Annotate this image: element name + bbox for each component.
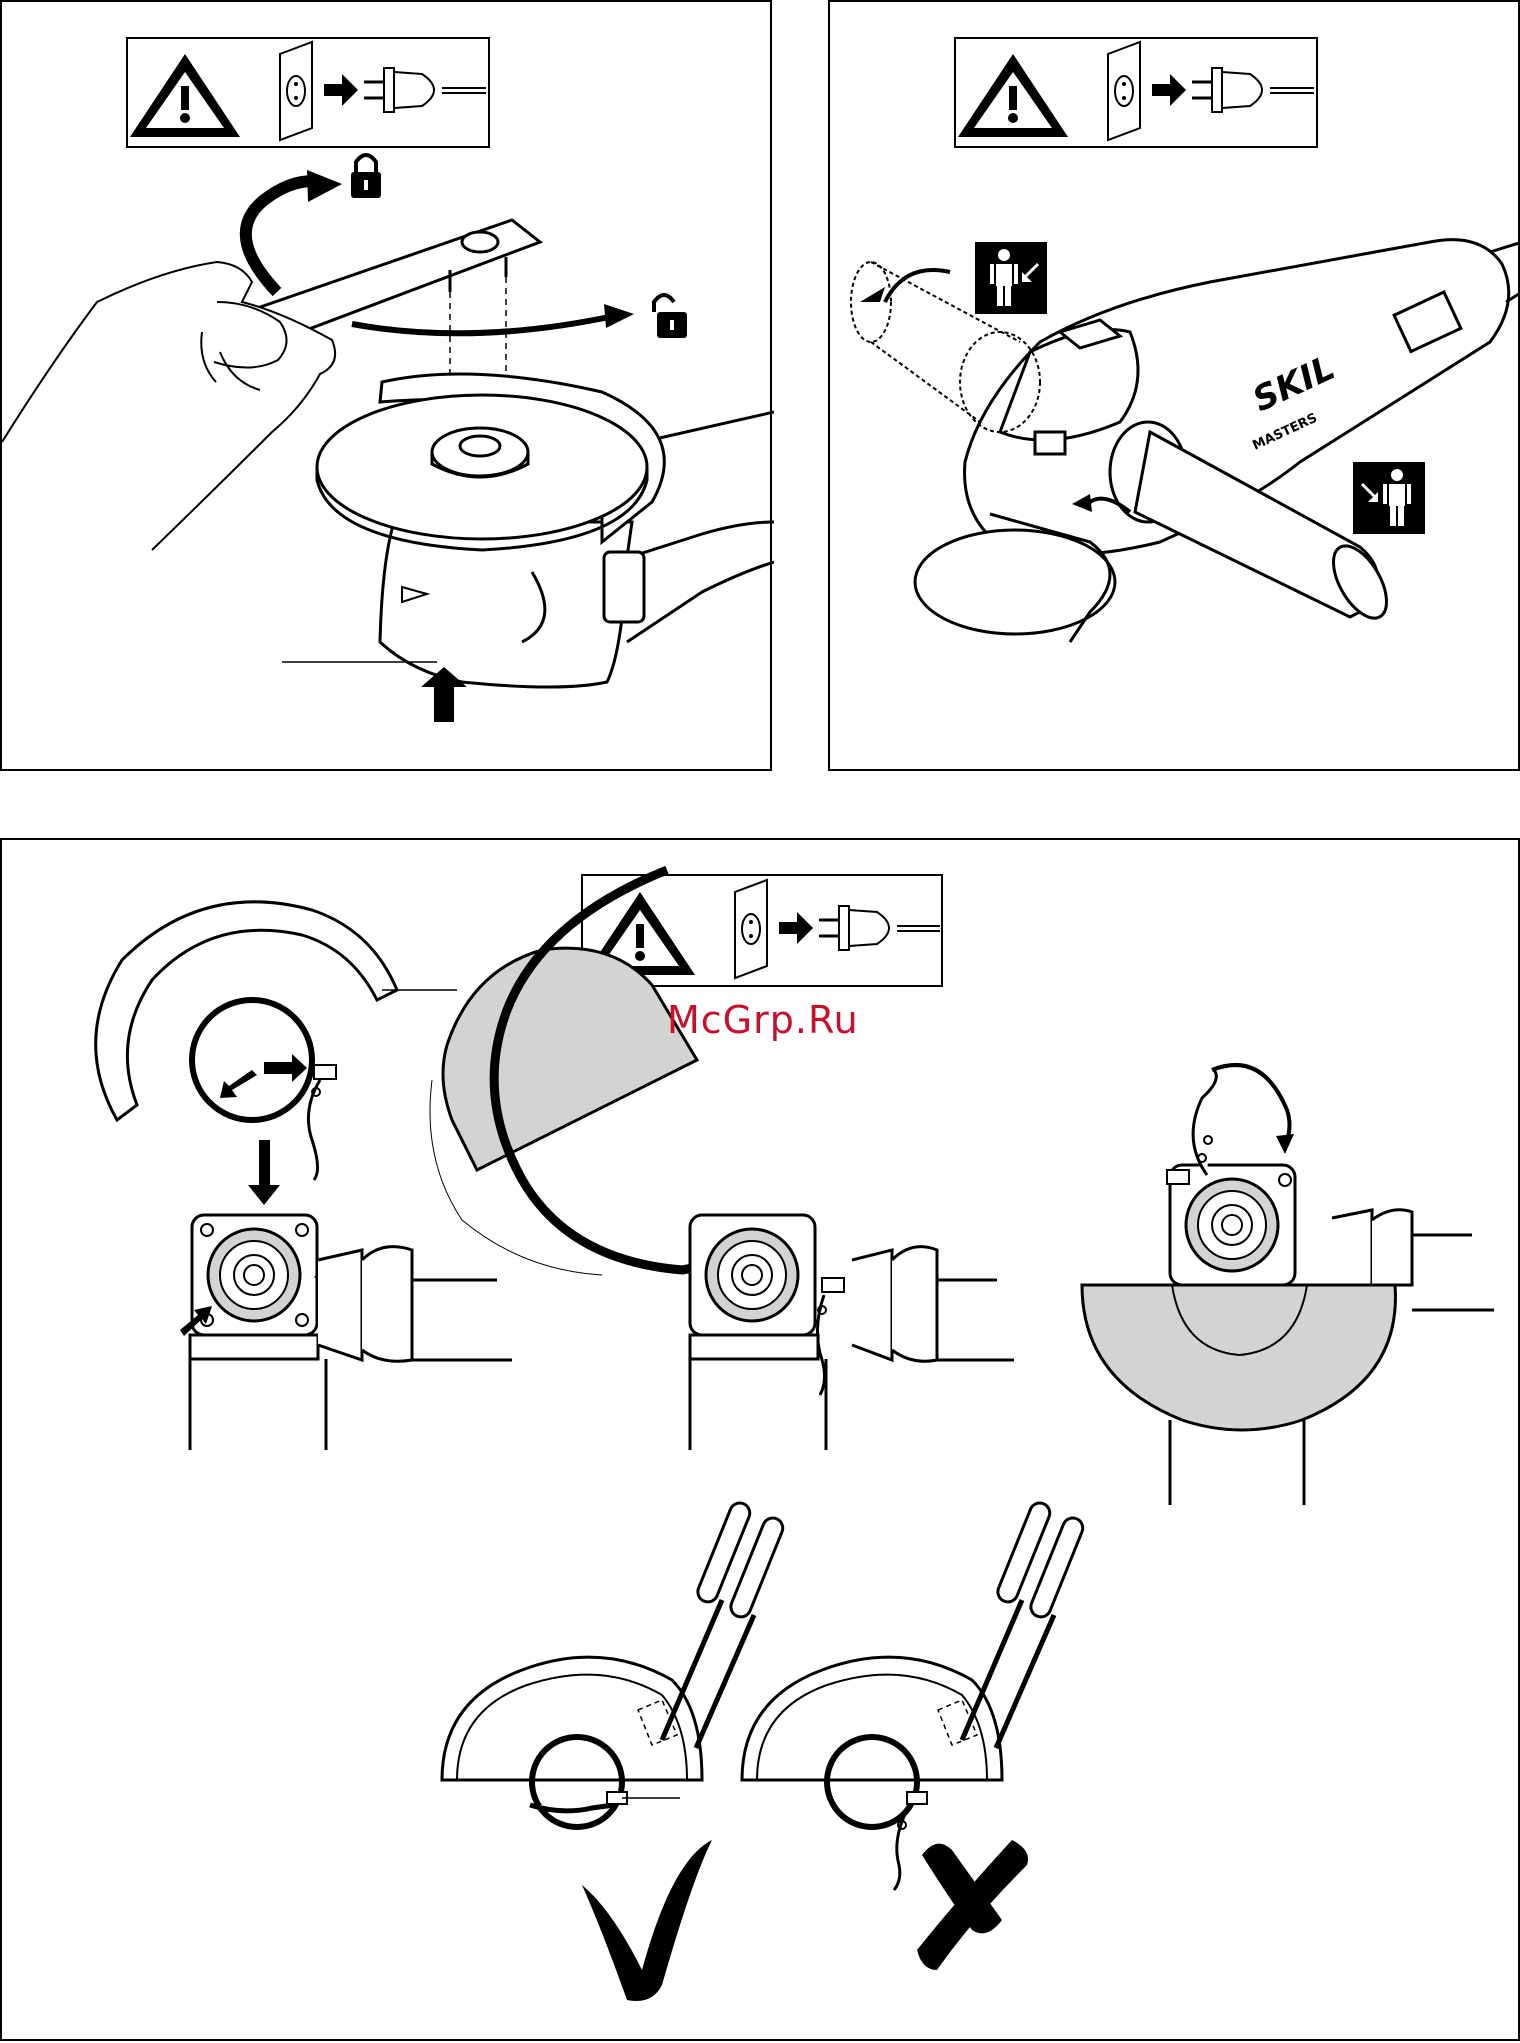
guard-adjust-correct [442,1500,786,2001]
warning-box [127,38,489,147]
padlock-open-icon [654,295,687,338]
cross-icon [917,1840,1028,1970]
illustration-side-handle: SKIL MASTERS [830,2,1520,773]
operator-right-hand-icon [1353,462,1425,534]
padlock-closed-icon [351,155,381,198]
panel-side-handle: SKIL MASTERS [828,0,1520,771]
socket-icon [280,42,312,140]
operator-left-hand-icon [975,242,1047,314]
step-guard-removed [96,902,512,1450]
guard-adjust-incorrect [742,1500,1086,1970]
checkmark-icon [582,1840,712,2001]
socket-icon [1108,42,1140,140]
step-guard-locked [1082,1065,1494,1505]
panel-flange-spanner [0,0,772,771]
panel-guard-mounting: McGrp.Ru [0,838,1520,2041]
socket-icon [735,880,767,978]
warning-box [955,38,1317,147]
illustration-flange-spanner [2,2,774,773]
watermark-text: McGrp.Ru [667,998,859,1042]
